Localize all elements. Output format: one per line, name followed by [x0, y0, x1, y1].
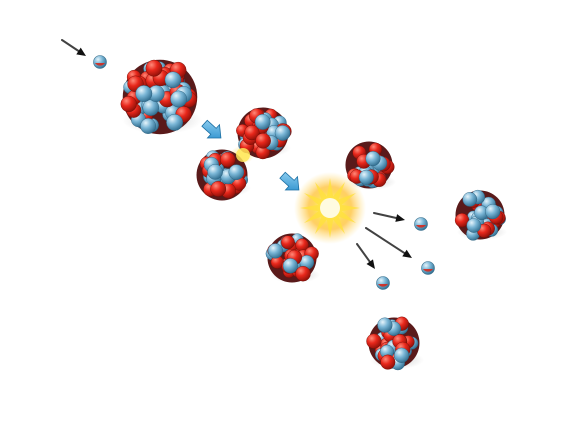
neutron — [377, 317, 393, 333]
released-neutron-3 — [376, 276, 390, 290]
neutron — [282, 258, 299, 274]
neutron — [466, 218, 482, 233]
arrows-layer — [61, 39, 412, 269]
flow-arrow-2 — [279, 171, 300, 191]
proton — [255, 132, 271, 149]
released-neutron-arrow-2 — [365, 227, 412, 258]
flow-arrow-1 — [201, 119, 222, 139]
released-neutron-2 — [421, 261, 435, 275]
proton — [295, 266, 311, 282]
neutron — [365, 151, 381, 167]
compound-nucleus-upper-lobe — [236, 107, 292, 160]
fission-fragment-lower — [265, 233, 319, 283]
particles-layer — [93, 55, 506, 371]
neutron — [140, 118, 157, 134]
proton — [380, 354, 396, 370]
proton — [145, 59, 163, 77]
neutron — [394, 347, 410, 363]
neutron — [135, 85, 153, 103]
released-neutron-arrow-3 — [356, 243, 375, 269]
neutron — [164, 71, 182, 89]
neutron — [358, 169, 374, 185]
incoming-neutron-arrow — [61, 39, 86, 56]
next-uranium-nucleus-bottom — [366, 316, 420, 371]
proton — [210, 180, 227, 197]
proton — [244, 125, 260, 141]
neutron — [485, 204, 501, 220]
neutron — [170, 90, 188, 108]
neutron — [166, 114, 184, 131]
neutron — [267, 243, 284, 259]
proton — [120, 95, 137, 113]
energy-release-flash — [294, 172, 366, 244]
neutron — [207, 164, 223, 180]
compound-nucleus-lower-lobe — [196, 149, 248, 201]
fission-fragment-upper — [345, 141, 395, 189]
released-neutron-arrow-1 — [373, 212, 405, 222]
neutron — [274, 125, 291, 141]
neutron — [228, 164, 245, 180]
proton — [220, 151, 236, 168]
neutron — [462, 192, 478, 207]
released-neutron-1 — [414, 217, 428, 231]
incoming-neutron — [93, 55, 107, 69]
neutron — [254, 114, 271, 130]
proton — [280, 235, 295, 250]
proton — [366, 333, 382, 349]
split-neck-glow — [236, 148, 250, 162]
uranium-nucleus — [120, 59, 198, 135]
next-uranium-nucleus-right — [454, 189, 506, 241]
